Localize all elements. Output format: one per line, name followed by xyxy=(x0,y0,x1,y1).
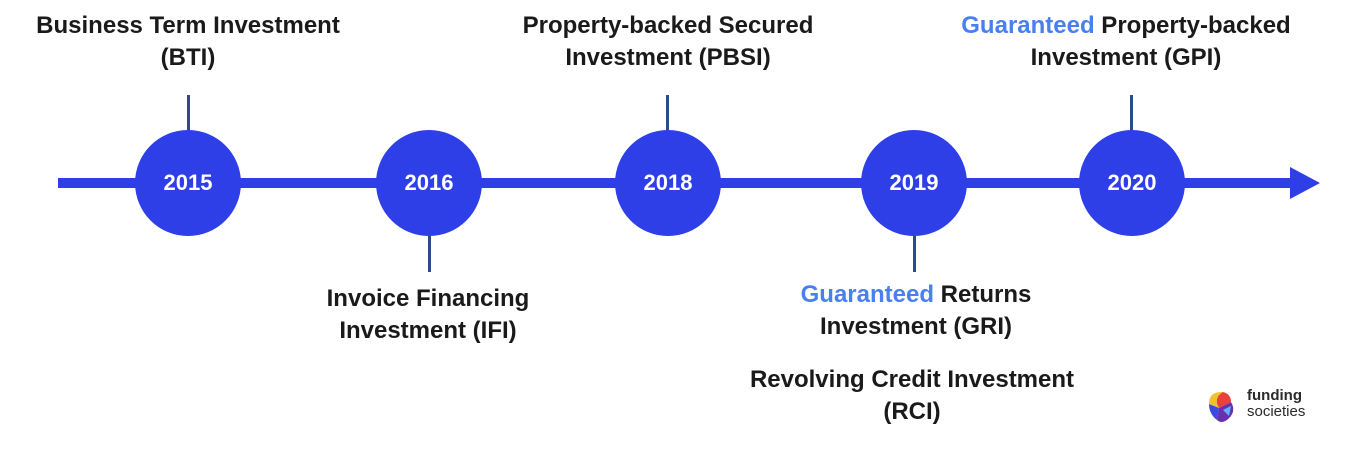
label-line-1: Guaranteed Property-backed xyxy=(936,10,1316,42)
funding-societies-logo-icon xyxy=(1209,392,1234,422)
label-line-2: (RCI) xyxy=(883,398,941,425)
milestone-node-2020: 2020 xyxy=(1079,130,1185,236)
label-line-1-rest: Returns xyxy=(934,281,1032,308)
label-line-1: Business Term Investment xyxy=(36,12,340,39)
label-line-1: Invoice Financing xyxy=(326,285,530,312)
milestone-node-2015: 2015 xyxy=(135,130,241,236)
milestone-node-2019: 2019 xyxy=(861,130,967,236)
label-line-2: (BTI) xyxy=(160,44,216,71)
connector-2015 xyxy=(187,95,190,135)
label-line-1: Revolving Credit Investment xyxy=(749,366,1075,393)
milestone-label-2019-extra: Revolving Credit Investment (RCI) xyxy=(712,364,1112,428)
connector-2018 xyxy=(666,95,669,135)
milestone-label-2019: Guaranteed Returns Investment (GRI) xyxy=(716,279,1116,343)
logo-text-line2: societies xyxy=(1247,403,1306,420)
milestone-label-2018: Property-backed Secured Investment (PBSI… xyxy=(490,10,846,74)
funding-societies-logo: funding societies xyxy=(1203,386,1323,426)
label-line-2: Investment (GPI) xyxy=(1030,44,1222,71)
label-line-2: Investment (GRI) xyxy=(819,313,1013,340)
milestone-node-2018: 2018 xyxy=(615,130,721,236)
label-line-1: Guaranteed Returns xyxy=(716,279,1116,311)
milestone-label-2016: Invoice Financing Investment (IFI) xyxy=(270,283,586,347)
label-line-1: Property-backed Secured xyxy=(522,12,814,39)
timeline-arrowhead xyxy=(1290,167,1320,199)
label-line-2: Investment (IFI) xyxy=(339,317,517,344)
logo-text-line1: funding xyxy=(1247,387,1302,404)
connector-2020 xyxy=(1130,95,1133,135)
connector-2016 xyxy=(428,228,431,272)
highlight-word: Guaranteed xyxy=(800,281,934,308)
logo-wordmark: funding societies xyxy=(1247,388,1305,420)
milestone-node-2016: 2016 xyxy=(376,130,482,236)
connector-2019 xyxy=(913,228,916,272)
milestone-label-2020: Guaranteed Property-backed Investment (G… xyxy=(936,10,1316,74)
label-line-1-rest: Property-backed xyxy=(1094,12,1291,39)
label-line-2: Investment (PBSI) xyxy=(565,44,771,71)
milestone-label-2015: Business Term Investment (BTI) xyxy=(10,10,366,74)
highlight-word: Guaranteed xyxy=(961,12,1095,39)
